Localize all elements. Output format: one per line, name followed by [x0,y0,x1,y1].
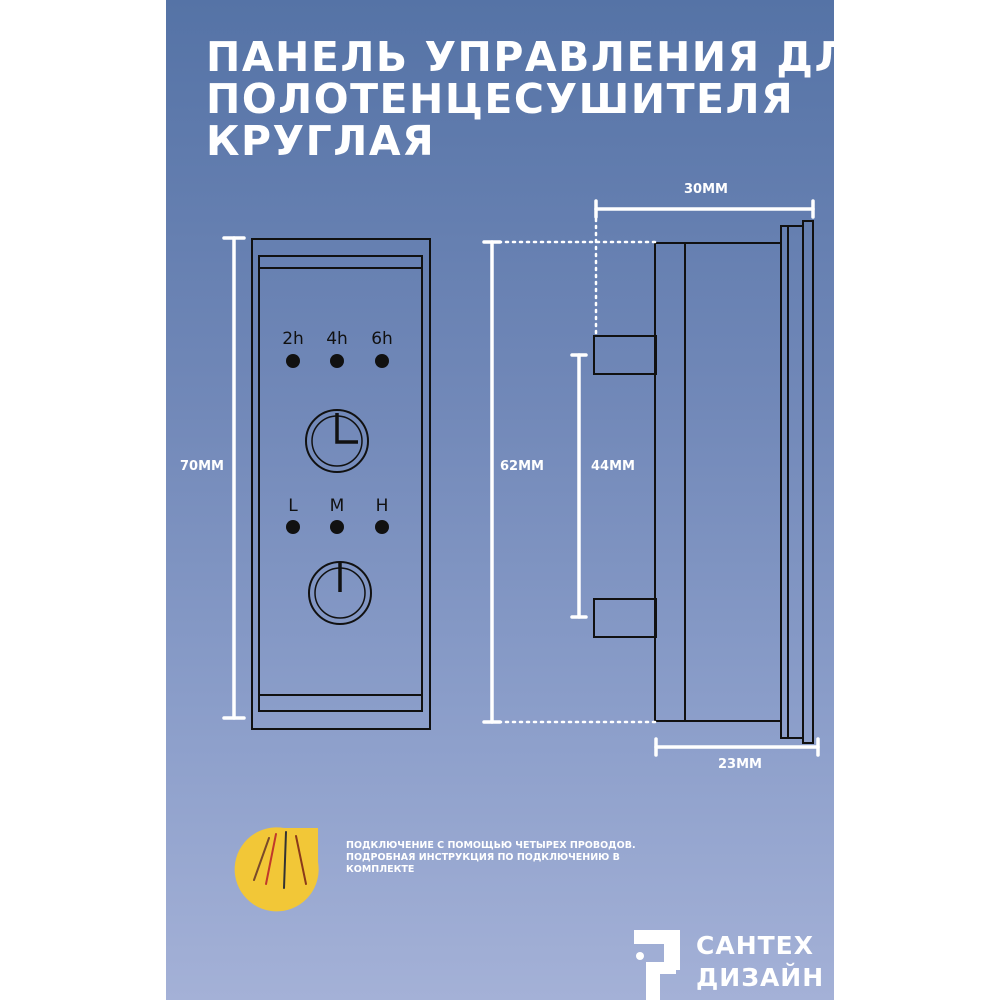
side-body [654,242,782,722]
mount-spacing-label: 44ММ [591,459,635,474]
connection-note-line-2: ПОДРОБНАЯ ИНСТРУКЦИЯ ПО ПОДКЛЮЧЕНИЮ В [346,852,620,863]
timer-button-outer [305,409,369,473]
wires-icon [234,827,319,912]
wire-4 [295,835,307,885]
timer-label-4h: 4h [326,329,348,349]
connection-note-line-1: ПОДКЛЮЧЕНИЕ С ПОМОЩЬЮ ЧЕТЫРЕХ ПРОВОДОВ. [346,840,636,851]
logo-drop [636,952,644,960]
front-height-label: 70ММ [180,459,224,474]
power-label-h: H [376,496,389,516]
technical-drawing: 2h 4h 6h L M H [180,182,820,1000]
timer-button [305,409,369,473]
timer-label-2h: 2h [282,329,304,349]
wire-2 [265,833,277,885]
mount-bracket-bottom [593,598,657,638]
page-title: ПАНЕЛЬ УПРАВЛЕНИЯ ДЛЯ ПОЛОТЕНЦЕСУШИТЕЛЯ … [206,33,834,165]
title-line-2: ПОЛОТЕНЦЕСУШИТЕЛЯ [206,75,795,123]
front-height-dimension [222,236,246,720]
front-inner-panel [258,255,423,712]
connection-note-line-3: КОМПЛЕКТЕ [346,864,415,875]
side-depth-dimension [654,737,820,757]
side-depth-label: 23ММ [718,757,762,772]
brand-name: САНТЕХ ДИЗАЙН [696,930,834,994]
wire-1 [253,837,270,881]
logo-pipe-bottom [646,962,660,1000]
mount-bracket-top [593,335,657,375]
power-label-m: M [330,496,345,516]
projection-lines [490,210,657,724]
timer-label-6h: 6h [371,329,393,349]
side-height-dimension [482,240,502,724]
connection-note: ПОДКЛЮЧЕНИЕ С ПОМОЩЬЮ ЧЕТЫРЕХ ПРОВОДОВ. … [346,840,686,876]
side-height-label: 62ММ [500,459,544,474]
side-width-dimension [594,199,815,219]
brand-logo-icon [634,930,680,1000]
mount-spacing-dimension [570,353,588,619]
wire-3 [283,831,287,889]
side-faceplate [780,225,804,739]
title-line-1: ПАНЕЛЬ УПРАВЛЕНИЯ ДЛЯ [206,33,834,81]
front-outer-frame [251,238,431,730]
power-button [308,561,372,625]
power-led-h [375,520,389,534]
power-button-outer [308,561,372,625]
brand-line-2: ДИЗАЙН [696,963,825,992]
power-indicators: L M H [286,496,389,534]
product-card: ПАНЕЛЬ УПРАВЛЕНИЯ ДЛЯ ПОЛОТЕНЦЕСУШИТЕЛЯ … [166,0,834,1000]
timer-led-6h [375,354,389,368]
title-line-3: КРУГЛАЯ [206,117,436,165]
power-label-l: L [288,496,298,516]
timer-indicators: 2h 4h 6h [282,329,393,368]
brand-line-1: САНТЕХ [696,931,815,960]
clock-icon [335,413,358,444]
power-led-m [330,520,344,534]
timer-led-4h [330,354,344,368]
side-width-label: 30ММ [684,182,728,197]
side-front-rim [802,220,814,744]
front-view [251,238,431,730]
side-view [593,220,814,744]
power-led-l [286,520,300,534]
wires-icon-background [234,827,319,912]
logo-pipe-right [664,930,680,970]
timer-led-2h [286,354,300,368]
